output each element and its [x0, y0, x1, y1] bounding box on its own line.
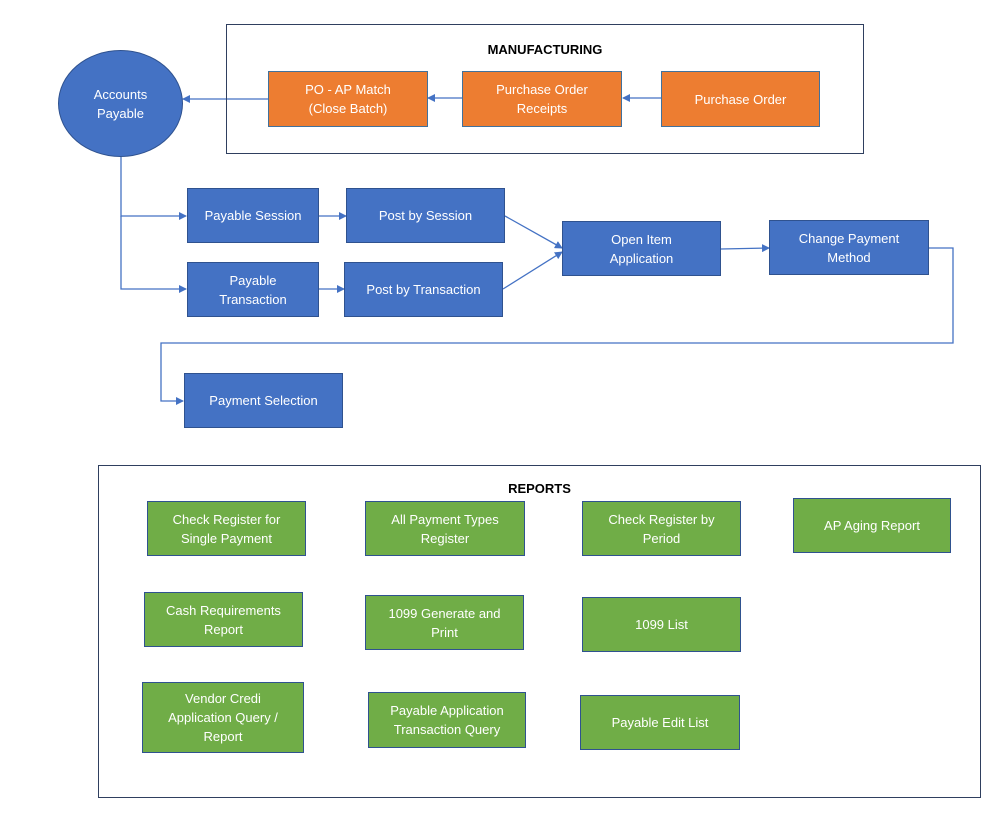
po-ap-match-box: PO - AP Match (Close Batch): [268, 71, 428, 127]
arrow-open-item-to-change-method: [720, 244, 770, 253]
payment-selection-box: Payment Selection: [184, 373, 343, 428]
report-payable-application-query: Payable Application Transaction Query: [368, 692, 526, 748]
purchase-order-receipts-box: Purchase Order Receipts: [462, 71, 622, 127]
report-1099-list: 1099 List: [582, 597, 741, 652]
change-payment-method-box: Change Payment Method: [769, 220, 929, 275]
post-by-transaction-box: Post by Transaction: [344, 262, 503, 317]
report-cash-requirements: Cash Requirements Report: [144, 592, 303, 647]
arrow-ap-to-session: [120, 157, 187, 220]
report-ap-aging: AP Aging Report: [793, 498, 951, 553]
report-payable-edit-list: Payable Edit List: [580, 695, 740, 750]
report-vendor-credit: Vendor Credi Application Query / Report: [142, 682, 304, 753]
manufacturing-frame: [226, 24, 864, 154]
reports-frame: [98, 465, 981, 798]
report-all-payment-types: All Payment Types Register: [365, 501, 525, 556]
report-1099-generate: 1099 Generate and Print: [365, 595, 524, 650]
post-by-session-box: Post by Session: [346, 188, 505, 243]
purchase-order-box: Purchase Order: [661, 71, 820, 127]
arrow-post-transaction-to-open-item: [502, 251, 563, 290]
open-item-application-box: Open Item Application: [562, 221, 721, 276]
report-check-register-period: Check Register by Period: [582, 501, 741, 556]
manufacturing-title: MANUFACTURING: [487, 42, 603, 57]
arrow-ap-to-transaction: [120, 216, 187, 293]
accounts-payable-node: Accounts Payable: [58, 50, 183, 157]
arrow-post-session-to-open-item: [504, 215, 563, 249]
payable-transaction-box: Payable Transaction: [187, 262, 319, 317]
report-check-register-single: Check Register for Single Payment: [147, 501, 306, 556]
payable-session-box: Payable Session: [187, 188, 319, 243]
reports-title: REPORTS: [508, 481, 571, 496]
